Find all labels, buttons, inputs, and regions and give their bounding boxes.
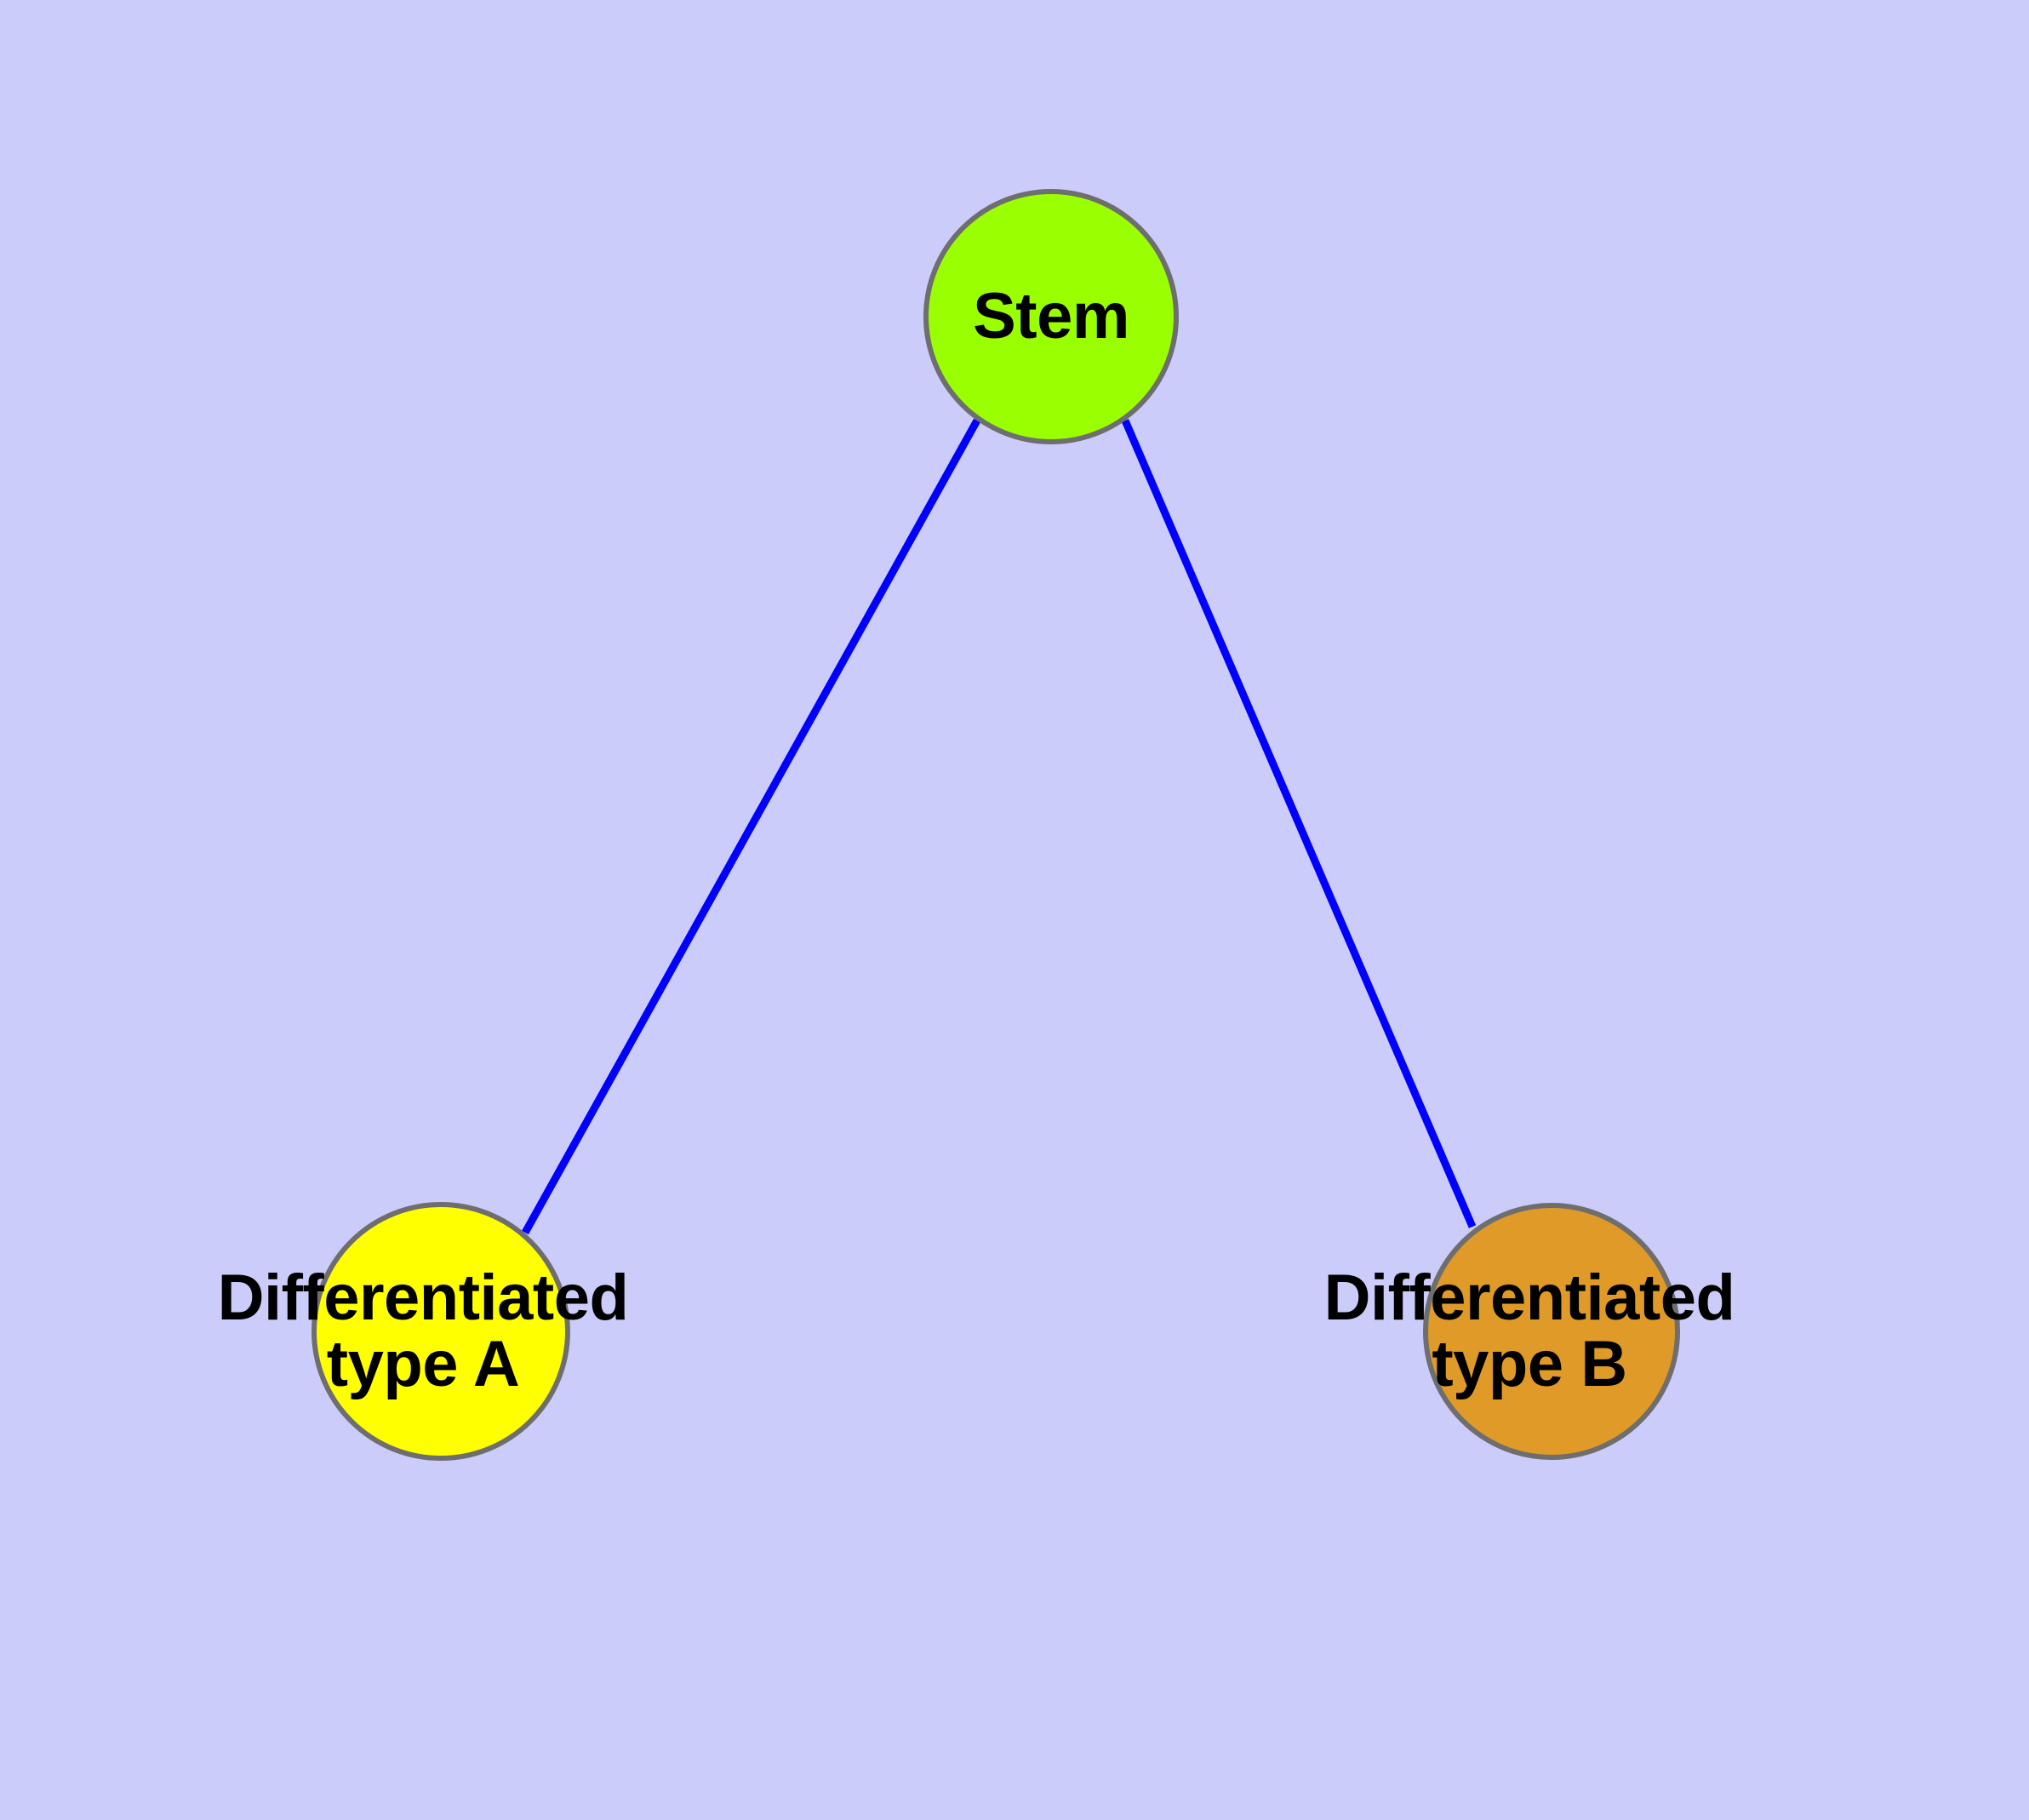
node-circle-stem <box>923 189 1179 444</box>
node-label-line: Stem <box>973 280 1129 353</box>
node-label-line: type A <box>326 1328 520 1400</box>
graph-edge-stem-to-diff-a <box>522 418 980 1235</box>
node-label-stem: Stem <box>973 283 1129 350</box>
node-circle-diff-a <box>311 1202 570 1461</box>
graph-node-stem[interactable]: Stem <box>923 189 1179 444</box>
node-label-line: Differentiated <box>217 1262 629 1335</box>
graph-edge-stem-to-diff-b <box>1121 419 1477 1228</box>
node-label-line: type B <box>1432 1328 1627 1400</box>
node-label-line: Differentiated <box>1323 1262 1735 1335</box>
node-circle-diff-b <box>1423 1203 1680 1460</box>
